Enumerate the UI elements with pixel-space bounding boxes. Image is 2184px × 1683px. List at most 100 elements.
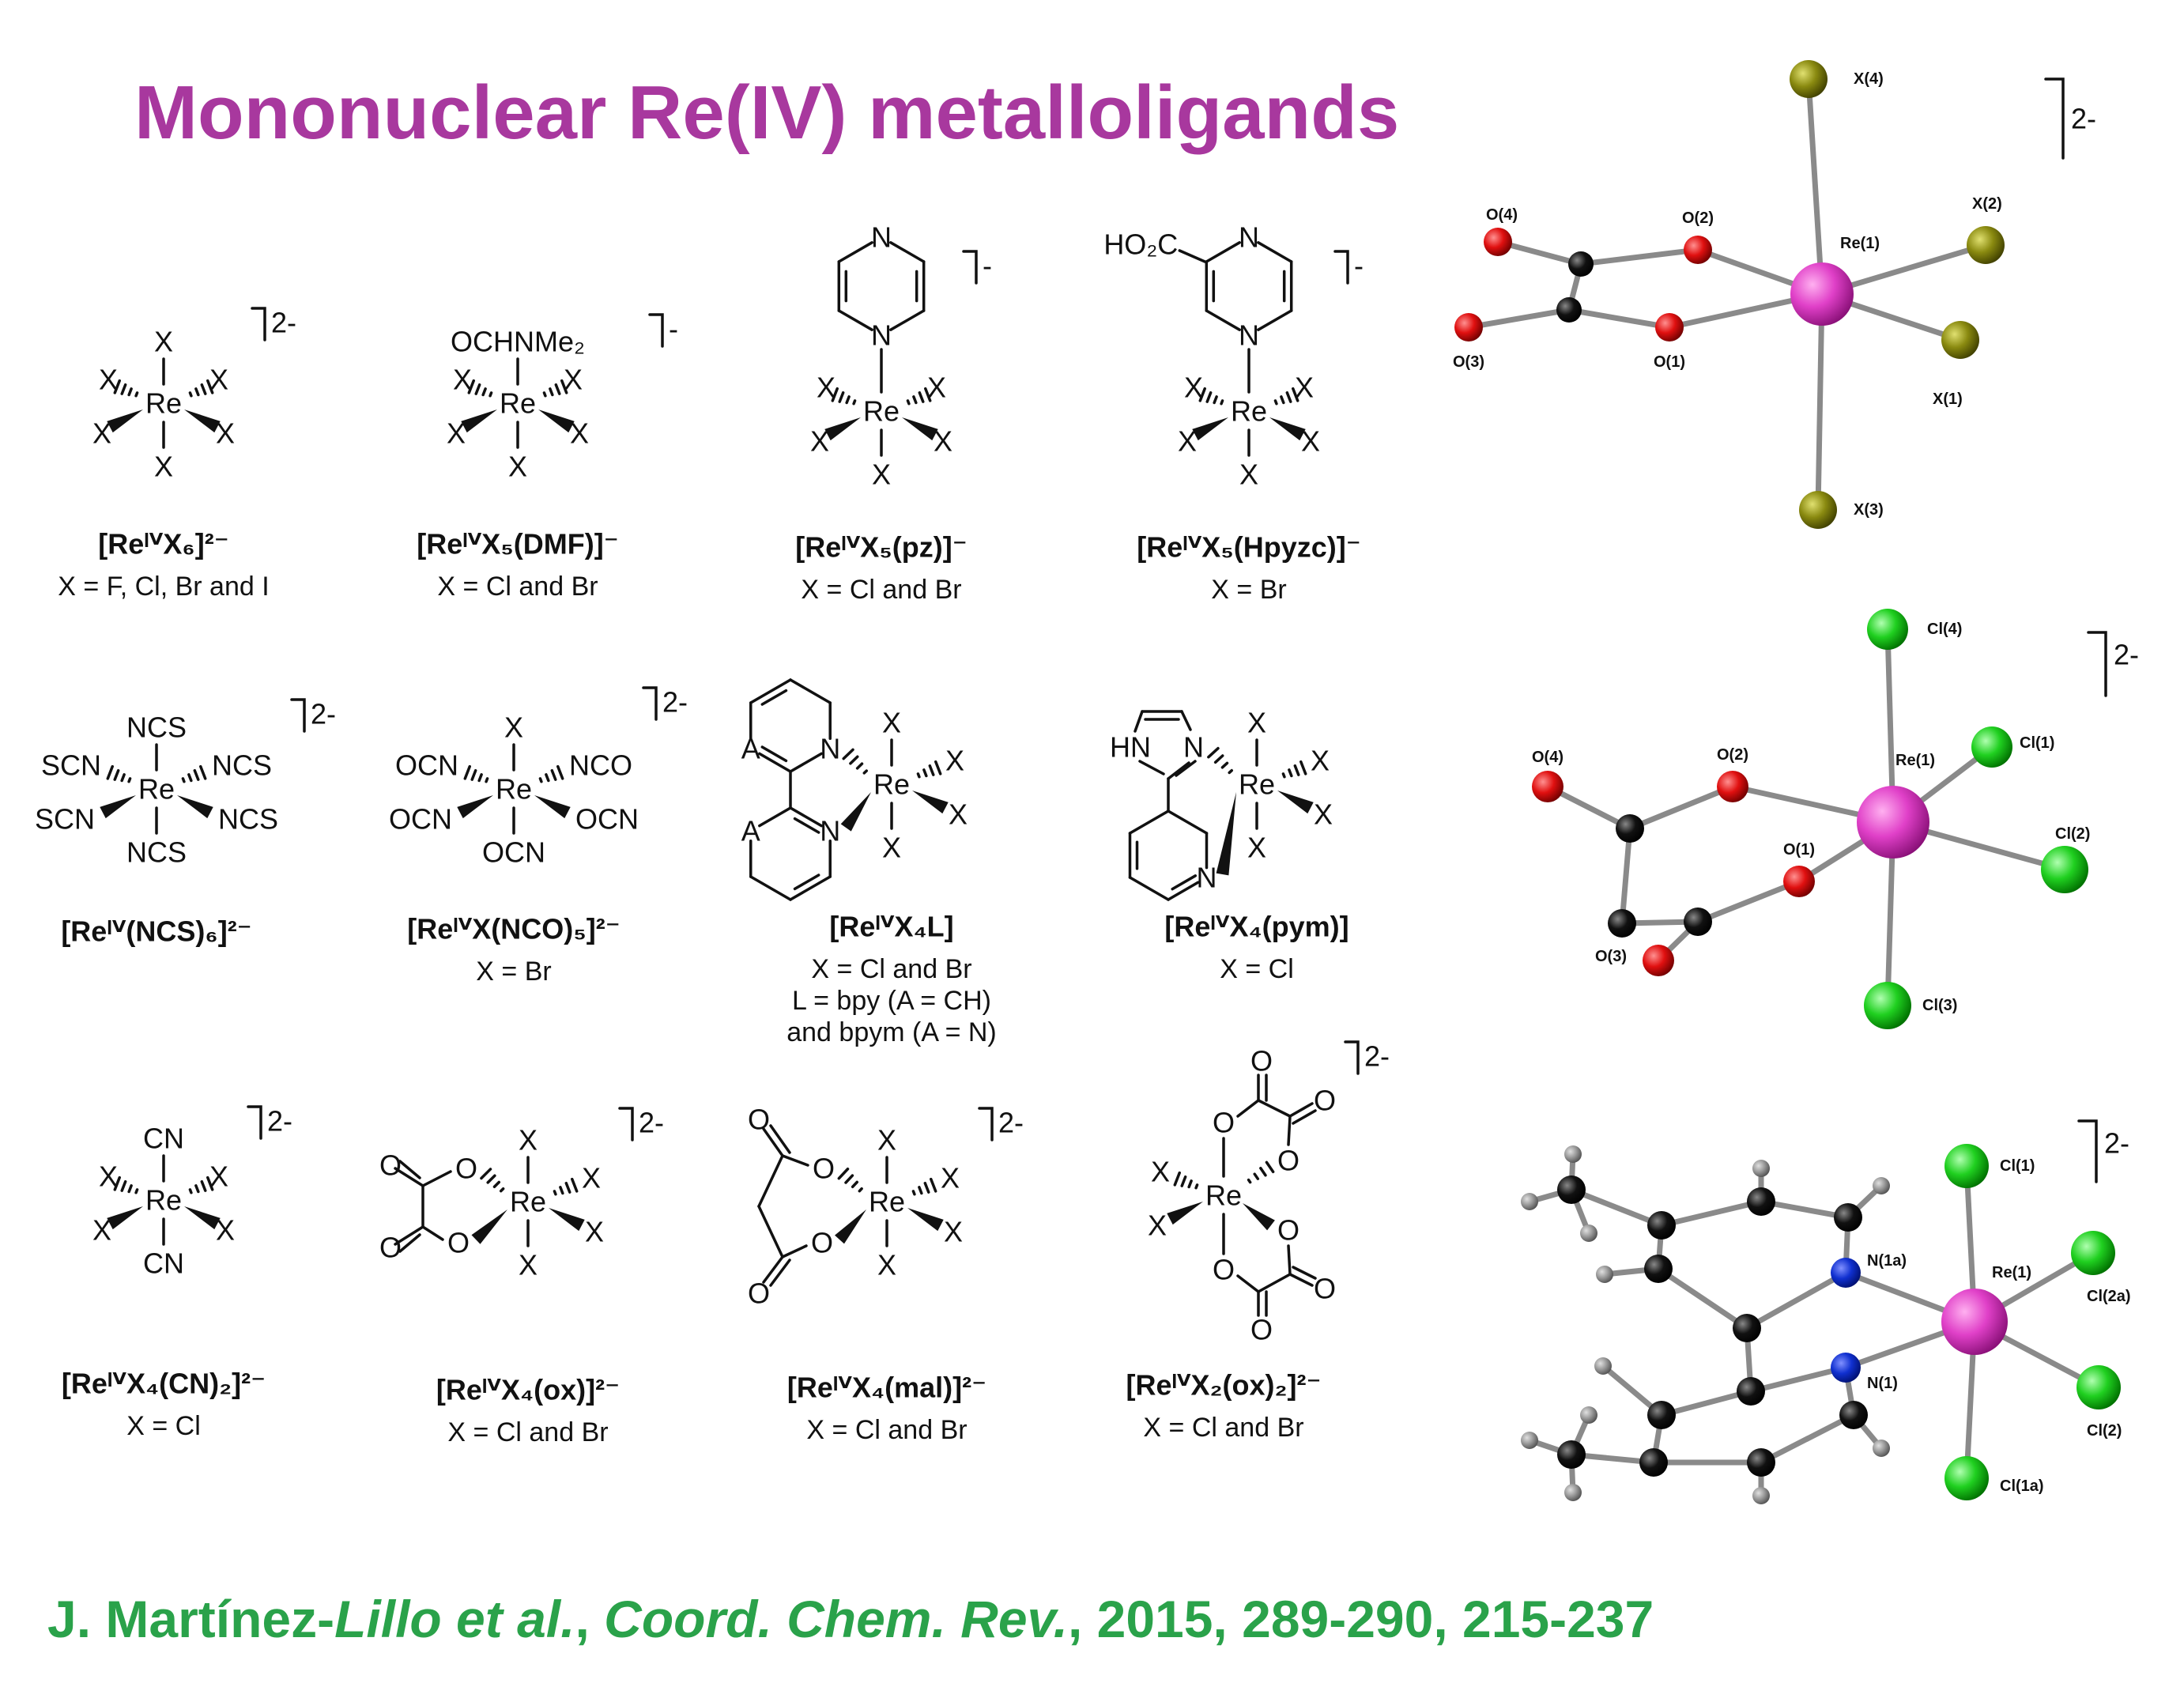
ligand-lower-left: X: [1178, 425, 1197, 458]
hydrogen-atom: [1521, 1432, 1538, 1449]
hash-stroke: [1220, 399, 1224, 406]
bond-line: [394, 1167, 424, 1187]
ligand-upper-left: SCN: [41, 749, 101, 782]
ring-atom: O: [379, 1232, 402, 1264]
crystal-bond: [1655, 1266, 1750, 1331]
bond-line: [1287, 1244, 1292, 1276]
hash-stroke: [550, 768, 557, 781]
ligand-bottom: NCS: [126, 836, 187, 869]
carbon-atom: [1684, 908, 1712, 936]
crystal-atom-label: Cl(1): [2000, 1157, 2035, 1175]
hash-stroke: [206, 1175, 214, 1191]
wedge-bond: [1277, 791, 1314, 814]
bond-line: [769, 1124, 791, 1154]
oxygen-atom: [1783, 866, 1815, 897]
ligand-bottom: X: [519, 1249, 538, 1281]
crystal-atom-label: N(1a): [1867, 1252, 1907, 1270]
page-title: Mononuclear Re(IV) metalloligands: [134, 70, 1400, 155]
complex-condition: X = Cl and Br: [437, 572, 598, 602]
complex-name: [ReᴵⱽX₄(CN)₂]²⁻: [62, 1368, 266, 1400]
bond-line: [762, 1255, 784, 1284]
hashed-bond: [553, 1177, 579, 1196]
ring-atom: N: [820, 815, 840, 847]
hydrogen-atom: [1521, 1193, 1538, 1210]
hashed-bond: [1198, 387, 1224, 406]
charge-bracket: [962, 250, 978, 285]
ring-bond: [1205, 309, 1241, 331]
hash-stroke: [1173, 1171, 1181, 1187]
hash-stroke: [560, 379, 568, 394]
hash-stroke: [1194, 1183, 1199, 1190]
oxygen-atom: [1484, 228, 1512, 256]
crystal-atom-label: O(4): [1532, 749, 1564, 766]
rhenium-atom: [1790, 262, 1854, 326]
carbon-atom: [1733, 1314, 1761, 1342]
charge-label: -: [669, 313, 678, 345]
wedge-bond: [907, 1208, 944, 1232]
charge-bracket: [2087, 631, 2107, 697]
hash-stroke: [1281, 772, 1286, 779]
ring-atom: O: [1277, 1145, 1299, 1177]
ring-bond: [789, 752, 823, 773]
crystal-bond: [1566, 307, 1673, 330]
hydrogen-atom: [1564, 1484, 1582, 1501]
ligand-top: OCHNMe₂: [451, 326, 585, 358]
hash-stroke: [1259, 1167, 1267, 1177]
complex-name: [ReᴵⱽX₅(pz)]⁻: [795, 531, 968, 564]
complex-name: [ReᴵⱽX₄(ox)]²⁻: [436, 1374, 620, 1406]
re-atom: Re: [145, 1184, 182, 1217]
hash-stroke: [845, 395, 851, 405]
charge-label: 2-: [2071, 103, 2096, 135]
charge-bracket: [1333, 250, 1349, 285]
re-atom: Re: [496, 773, 532, 806]
hash-stroke: [113, 379, 121, 394]
hash-stroke: [1207, 746, 1220, 759]
charge-label: 2-: [2104, 1127, 2129, 1160]
hydrogen-atom: [1580, 1225, 1597, 1242]
hash-stroke: [1273, 399, 1278, 406]
crystal-bond: [1658, 1198, 1764, 1228]
complex-condition: X = Br: [1211, 575, 1286, 605]
hashed-bond: [831, 387, 857, 406]
complex-name: [ReᴵⱽX₅(DMF)]⁻: [417, 528, 619, 560]
crystal-atom-label: X(2): [1972, 195, 2002, 213]
hash-stroke: [499, 1187, 505, 1193]
ligand-upper-left: OCN: [395, 749, 458, 782]
complex-condition: X = Cl and Br: [447, 1417, 608, 1447]
aromatic-ring: NN: [1205, 221, 1293, 352]
complex-name: [ReᴵⱽX₄(pym)]: [1164, 911, 1348, 943]
carboxyl-bond: [1178, 249, 1207, 263]
hydrogen-atom: [1580, 1406, 1597, 1424]
crystal-bond: [1578, 247, 1701, 267]
oxygen-atom: [1643, 945, 1674, 976]
hash-stroke: [923, 1181, 930, 1194]
ring-atom: O: [748, 1104, 770, 1136]
wedge-bond: [538, 409, 575, 433]
carbon-atom: [1608, 909, 1636, 938]
hashed-bond: [113, 379, 139, 398]
bond-line: [1288, 1102, 1314, 1118]
hash-stroke: [481, 387, 487, 397]
ring-bond: [758, 752, 792, 773]
wedge-bond: [902, 417, 938, 441]
hash-stroke: [477, 773, 483, 783]
ligand-top: X: [519, 1124, 538, 1157]
hash-stroke: [200, 1179, 207, 1192]
carbon-atom: [1616, 814, 1644, 843]
ring-atom: O: [1314, 1273, 1336, 1305]
charge-label: 2-: [639, 1107, 664, 1139]
ring-atom: O: [1250, 1314, 1273, 1346]
re-atom: Re: [1205, 1179, 1242, 1212]
crystal-atom-label: O(3): [1453, 353, 1484, 371]
hash-stroke: [488, 391, 493, 398]
ring-bond: [837, 241, 873, 263]
citation-details: , 2015, 289-290, 215-237: [1067, 1590, 1654, 1648]
crystal-bond: [1744, 1270, 1849, 1331]
aromatic-ring: NN: [837, 221, 926, 352]
ring-atom: O: [813, 1153, 835, 1185]
hash-stroke: [200, 383, 207, 395]
bond-line: [781, 1244, 808, 1258]
hashed-bond: [480, 1168, 505, 1193]
hash-stroke: [127, 387, 133, 397]
wedge-bond: [457, 795, 493, 819]
